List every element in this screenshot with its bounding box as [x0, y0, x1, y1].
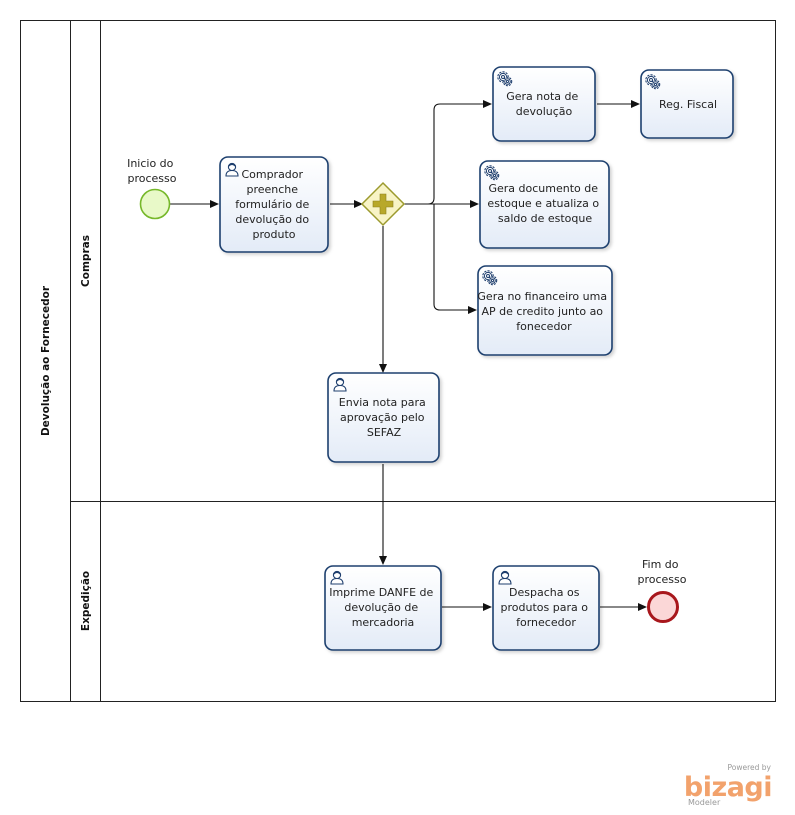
- task-reg-fiscal[interactable]: Reg. Fiscal: [640, 69, 734, 139]
- task-label: Gera no financeiro uma AP de credito jun…: [477, 290, 610, 333]
- powered-by-text: Powered by: [728, 763, 772, 772]
- task-label: Imprime DANFE de devolução de mercadoria: [329, 586, 437, 629]
- task-imprime-danfe[interactable]: Imprime DANFE de devolução de mercadoria: [324, 565, 442, 651]
- task-gera-nota-de-devolucao[interactable]: Gera nota de devolução: [492, 66, 596, 142]
- task-gera-no-financeiro[interactable]: Gera no financeiro uma AP de credito jun…: [477, 265, 613, 356]
- task-label: Gera documento de estoque e atualiza o s…: [487, 182, 602, 225]
- lane-compras: Compras: [80, 235, 92, 287]
- task-comprador-preenche-formulario[interactable]: Comprador preenche formulário de devoluç…: [219, 156, 329, 253]
- task-envia-nota-para-aprovacao[interactable]: Envia nota para aprovação pelo SEFAZ: [327, 372, 440, 463]
- end-event-label: Fim do processo: [637, 558, 686, 586]
- task-label: Envia nota para aprovação pelo SEFAZ: [339, 396, 429, 439]
- plus-icon: [372, 193, 394, 215]
- task-gera-documento-de-estoque[interactable]: Gera documento de estoque e atualiza o s…: [479, 160, 610, 249]
- flow-gateway-to-gera-financeiro[interactable]: [433, 204, 477, 314]
- task-label: Gera nota de devolução: [506, 90, 582, 118]
- task-label: Comprador preenche formulário de devoluç…: [235, 168, 312, 241]
- task-label: Reg. Fiscal: [659, 98, 717, 111]
- task-label: Despacha os produtos para o fornecedor: [501, 586, 592, 629]
- start-event-label: Inicio do processo: [127, 157, 177, 185]
- task-despacha-os-produtos[interactable]: Despacha os produtos para o fornecedor: [492, 565, 600, 651]
- lane-label-expedicao: Expedição: [80, 571, 92, 631]
- start-event[interactable]: Inicio do processo: [127, 157, 177, 220]
- lane-expedicao: Expedição: [80, 571, 92, 631]
- brand-name: bizagi: [684, 772, 772, 803]
- sequence-flows: [170, 100, 647, 611]
- parallel-gateway[interactable]: [360, 181, 406, 227]
- pool-title: Devolução ao Fornecedor: [40, 285, 52, 436]
- product-name: Modeler: [688, 798, 721, 807]
- bizagi-logo: Powered by bizagi Modeler: [684, 763, 773, 807]
- lane-label-compras: Compras: [80, 235, 92, 287]
- end-event[interactable]: Fim do processo: [637, 558, 687, 623]
